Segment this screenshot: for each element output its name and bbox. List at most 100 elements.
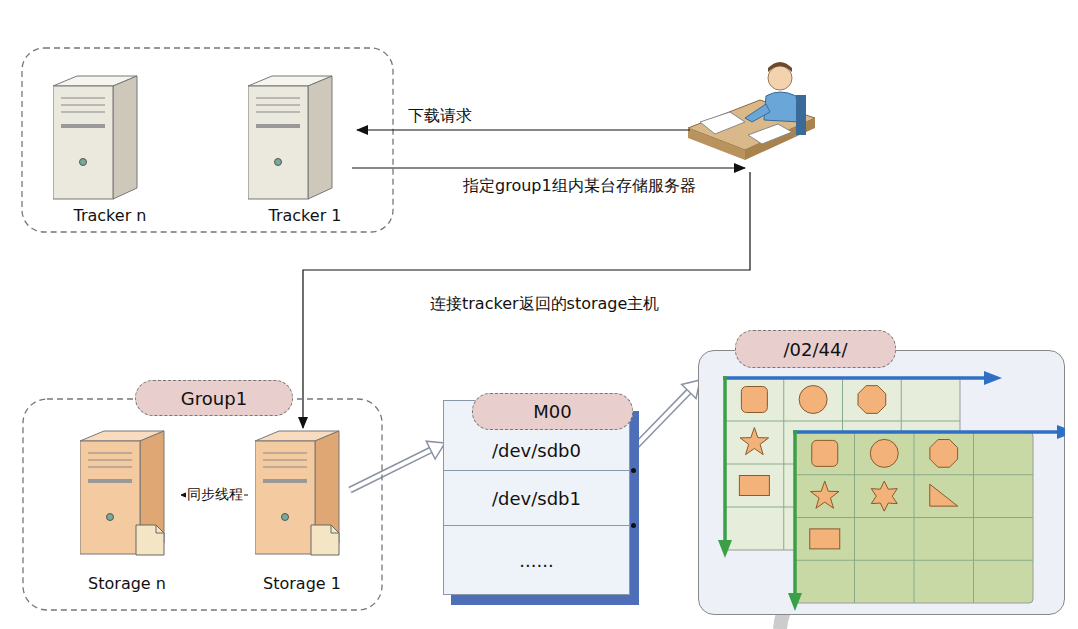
line-shape (88, 467, 132, 468)
edge-label: 同步线程 (186, 486, 244, 504)
rect-shape (741, 387, 767, 413)
path-shape (350, 449, 432, 490)
polygon-shape (308, 76, 332, 199)
path-shape (768, 62, 792, 72)
polygon-shape (311, 525, 339, 555)
rect-shape (263, 479, 307, 483)
circle-shape (282, 514, 289, 521)
arrow-label: 连接tracker返回的storage主机 (430, 294, 659, 315)
polygon-shape (858, 386, 886, 414)
polygon-shape (810, 481, 839, 508)
line-shape (795, 517, 1033, 518)
polygon-shape (113, 76, 137, 199)
rect-shape (810, 529, 840, 549)
path-shape (634, 390, 690, 448)
storage-node: Storage n (73, 425, 181, 593)
polygon-shape (1057, 425, 1065, 439)
line-shape (61, 112, 105, 113)
path-shape (350, 449, 432, 490)
directory-grid-illustration (698, 330, 1065, 615)
line-shape (61, 105, 105, 106)
line-shape (263, 467, 307, 468)
request-arrow (357, 129, 690, 130)
line-shape (723, 376, 990, 380)
path-shape (634, 390, 690, 448)
server-icon (255, 429, 341, 557)
rect-shape (23, 399, 382, 610)
server-icon (53, 74, 139, 202)
server-label: Tracker 1 (241, 206, 369, 225)
row-node: /dev/sdb0 (443, 430, 630, 470)
connector (350, 441, 445, 490)
line-shape (793, 430, 1063, 434)
directory-heading: /02/44/ (735, 330, 896, 368)
connector-dot (631, 523, 636, 528)
arrow-label: 指定group1组内某台存储服务器 (463, 176, 696, 197)
circle-shape (768, 66, 792, 90)
arrow-label: 下载请求 (408, 106, 472, 127)
line-shape (723, 376, 727, 545)
disk-node: M00/dev/sdb0/dev/sdb1...... (443, 393, 639, 605)
panel-node: /02/44/ (698, 330, 1065, 615)
line-shape (88, 460, 132, 461)
rect-shape (795, 432, 1033, 603)
line-shape (88, 453, 132, 454)
line-shape (793, 430, 797, 598)
line-shape (256, 112, 300, 113)
device-label: ...... (519, 550, 553, 571)
rect-shape (61, 124, 105, 128)
line-shape (256, 105, 300, 106)
rect-shape (796, 95, 806, 135)
polygon-shape (984, 371, 1002, 385)
polygon-shape (748, 124, 792, 144)
polyline-shape (331, 525, 339, 533)
polygon-shape (718, 540, 732, 558)
circle-shape (870, 439, 898, 467)
response-arrow (352, 167, 745, 168)
line-shape (795, 474, 1033, 475)
line-shape (256, 98, 300, 99)
polygon-shape (136, 525, 164, 555)
tracker-node: Tracker 1 (241, 70, 369, 225)
polygon-shape (930, 440, 958, 468)
polyline-shape (156, 525, 164, 533)
device-label: /dev/sdb0 (492, 440, 581, 461)
line-shape (263, 453, 307, 454)
circle-shape (107, 514, 114, 521)
device-label: /dev/sdb1 (492, 488, 581, 509)
storage-node: Storage 1 (248, 425, 356, 593)
server-label: Storage n (73, 574, 181, 593)
circle-shape (80, 159, 87, 166)
line-shape (61, 98, 105, 99)
connector-dot (631, 468, 636, 473)
circle-shape (799, 386, 827, 414)
rect-shape (739, 476, 769, 496)
row-node: ...... (443, 525, 630, 595)
polygon-shape (740, 428, 769, 455)
server-label: Storage 1 (248, 574, 356, 593)
polygon-shape (871, 481, 897, 511)
circle-shape (275, 159, 282, 166)
rect-shape (255, 441, 315, 554)
polygon-shape (700, 112, 745, 134)
rect-shape (812, 440, 838, 466)
connect-arrow (303, 172, 750, 428)
server-icon (80, 429, 166, 557)
user-figure (688, 62, 815, 160)
rect-shape (53, 86, 113, 199)
path-shape (764, 92, 800, 122)
row-node: /dev/sdb1 (443, 470, 630, 525)
volume-heading: M00 (472, 393, 633, 430)
tracker-node: Tracker n (46, 70, 174, 225)
line-shape (725, 421, 960, 422)
rect-shape (248, 86, 308, 199)
server-icon (248, 74, 334, 202)
rect-shape (80, 441, 140, 554)
connector (634, 380, 700, 448)
group-heading: Group1 (135, 380, 293, 416)
rect-shape (256, 124, 300, 128)
polygon-shape (930, 484, 958, 506)
rect-shape (88, 479, 132, 483)
server-label: Tracker n (46, 206, 174, 225)
polygon-shape (788, 593, 802, 611)
